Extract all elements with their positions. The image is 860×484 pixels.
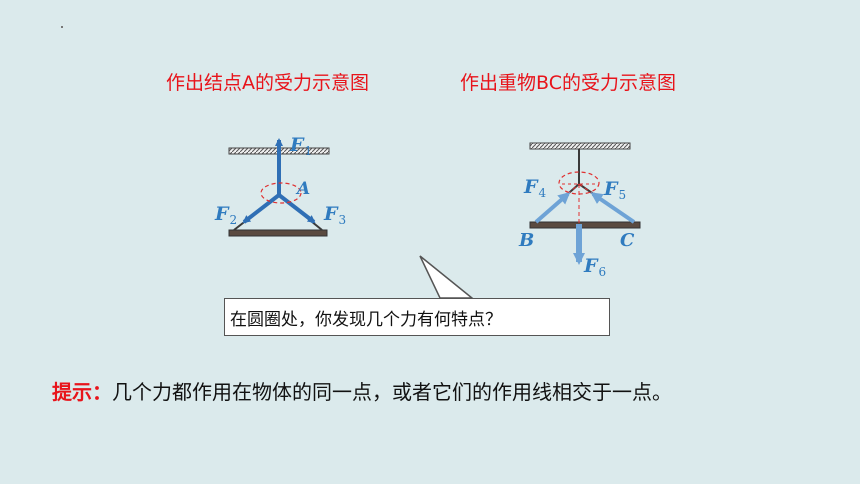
circle-left bbox=[260, 182, 302, 204]
hint-label: 提示： bbox=[52, 380, 112, 404]
label-c: C bbox=[620, 230, 635, 251]
hint-body: 几个力都作用在物体的同一点，或者它们的作用线相交于一点。 bbox=[112, 380, 672, 404]
slide-dot bbox=[61, 26, 63, 28]
label-f2: F2 bbox=[215, 203, 238, 227]
label-b: B bbox=[519, 230, 535, 251]
label-f3: F3 bbox=[324, 203, 347, 227]
circle-right bbox=[558, 171, 600, 195]
hint: 提示：几个力都作用在物体的同一点，或者它们的作用线相交于一点。 bbox=[52, 376, 672, 405]
title-left: 作出结点A的受力示意图 bbox=[166, 72, 369, 94]
callout-box bbox=[224, 298, 610, 336]
diagram-right bbox=[529, 142, 641, 265]
label-f1: F1 bbox=[290, 134, 313, 158]
weight-bar-left bbox=[228, 229, 328, 237]
label-a: A bbox=[297, 179, 311, 199]
callout-pointer bbox=[419, 255, 475, 299]
label-f6: F6 bbox=[584, 255, 607, 279]
arrow-f5 bbox=[590, 192, 636, 224]
title-right: 作出重物BC的受力示意图 bbox=[460, 72, 676, 94]
label-f4: F4 bbox=[524, 176, 547, 200]
arrow-f3 bbox=[277, 193, 316, 224]
label-f5: F5 bbox=[604, 178, 627, 202]
arrow-f2 bbox=[242, 193, 281, 224]
weight-bar-right bbox=[529, 221, 641, 229]
ceiling-right bbox=[529, 142, 631, 150]
callout-text: 在圆圈处，你发现几个力有何特点？ bbox=[230, 310, 502, 330]
diagram-left bbox=[228, 138, 330, 237]
arrow-f4 bbox=[534, 192, 571, 224]
